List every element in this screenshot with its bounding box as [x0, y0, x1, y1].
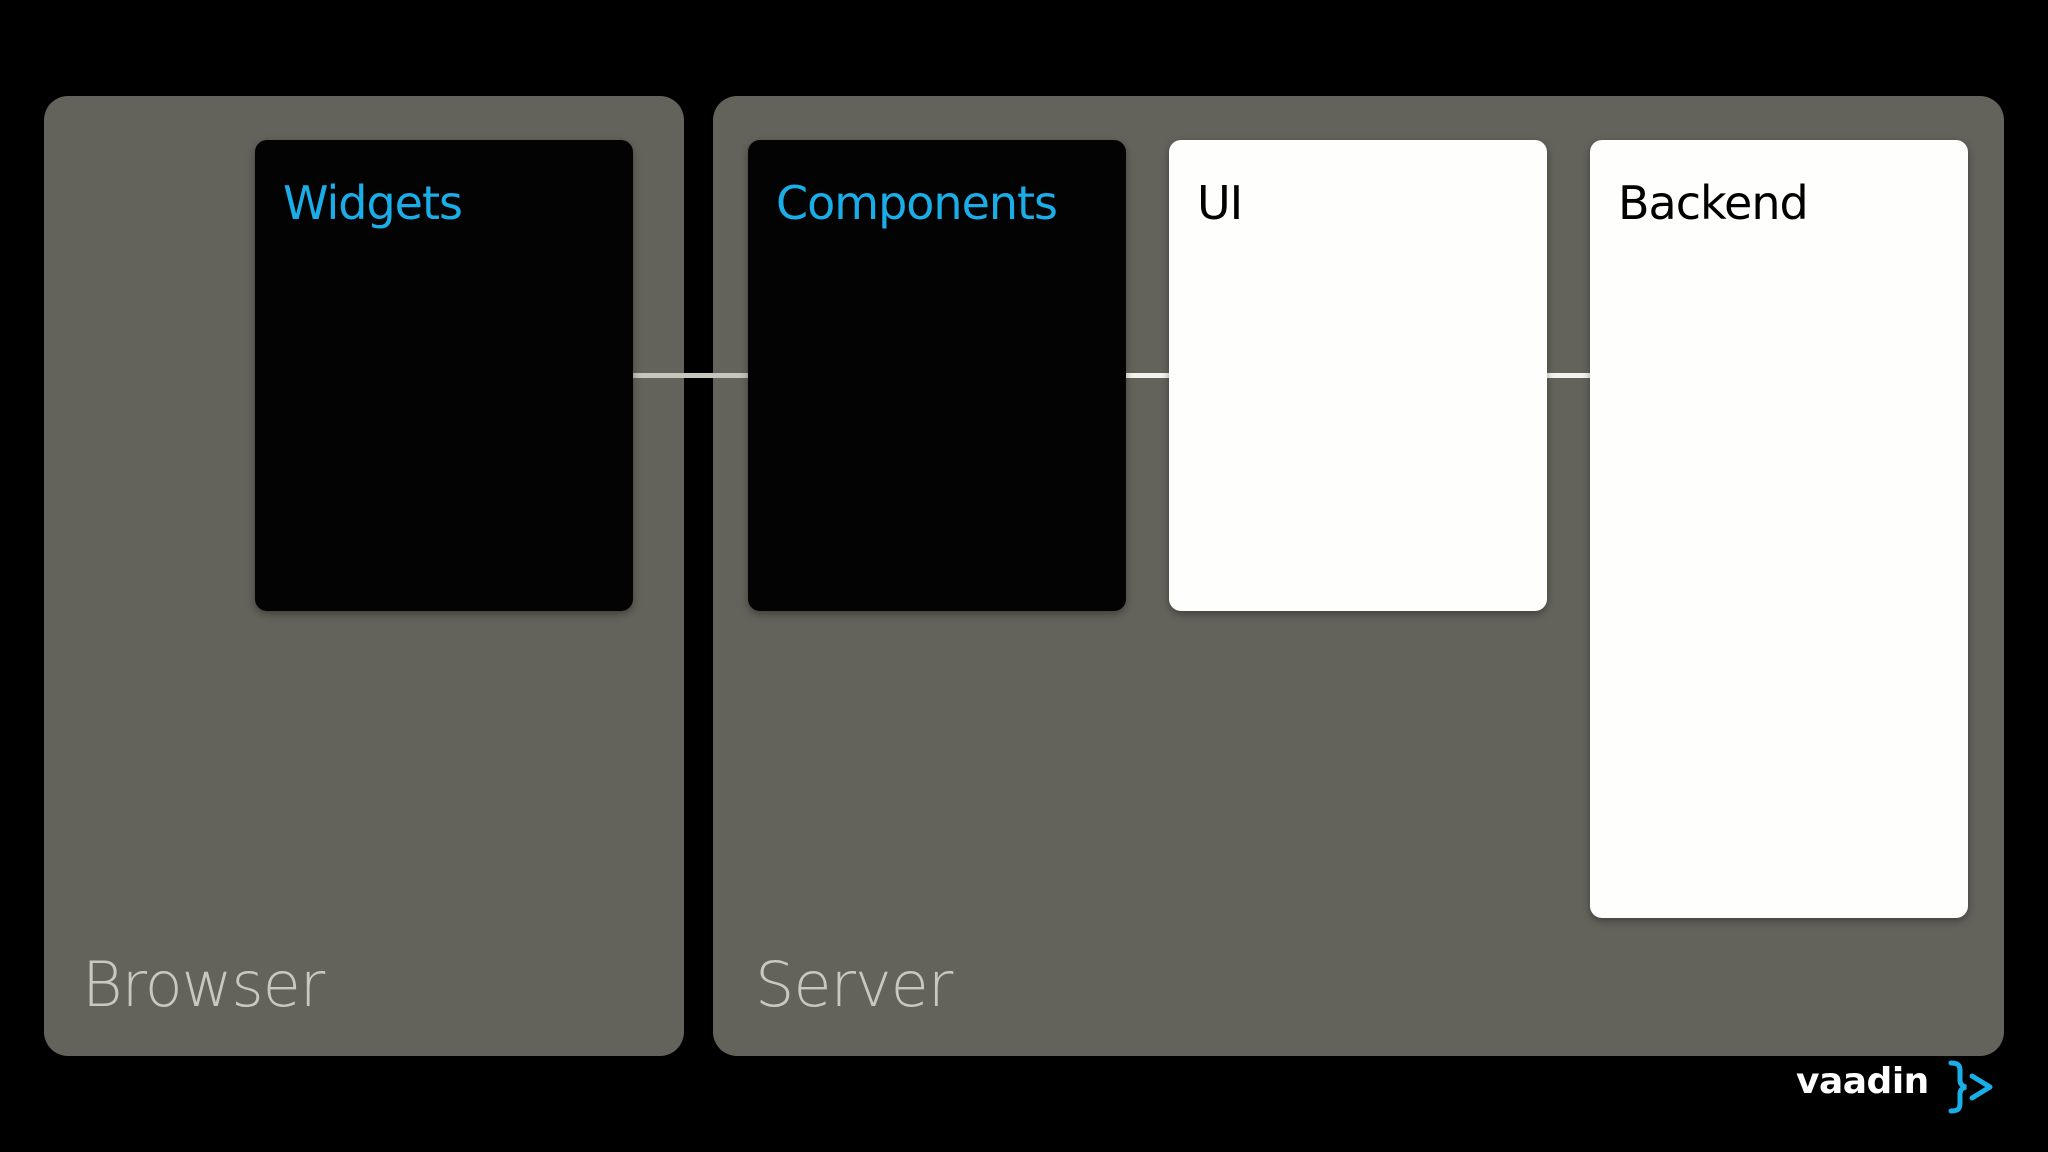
- browser-label: Browser: [82, 948, 325, 1021]
- vaadin-brace-arrow-icon: [1948, 1060, 1993, 1114]
- connector-ui-backend: [1547, 373, 1590, 378]
- vaadin-logo: vaadin: [1796, 1060, 1996, 1116]
- backend-box: Backend: [1590, 140, 1968, 918]
- components-box: Components: [748, 140, 1126, 611]
- connector-widgets-components: [633, 373, 748, 378]
- backend-title: Backend: [1618, 176, 1809, 230]
- widgets-title: Widgets: [283, 176, 463, 230]
- ui-title: UI: [1197, 176, 1243, 230]
- components-title: Components: [776, 176, 1058, 230]
- widgets-box: Widgets: [255, 140, 633, 611]
- chevron-right-icon: [1969, 1073, 1993, 1101]
- brace-icon: [1948, 1060, 1967, 1114]
- ui-box: UI: [1169, 140, 1547, 611]
- connector-components-ui: [1126, 373, 1169, 378]
- vaadin-wordmark: vaadin: [1796, 1061, 1929, 1102]
- server-label: Server: [755, 948, 953, 1021]
